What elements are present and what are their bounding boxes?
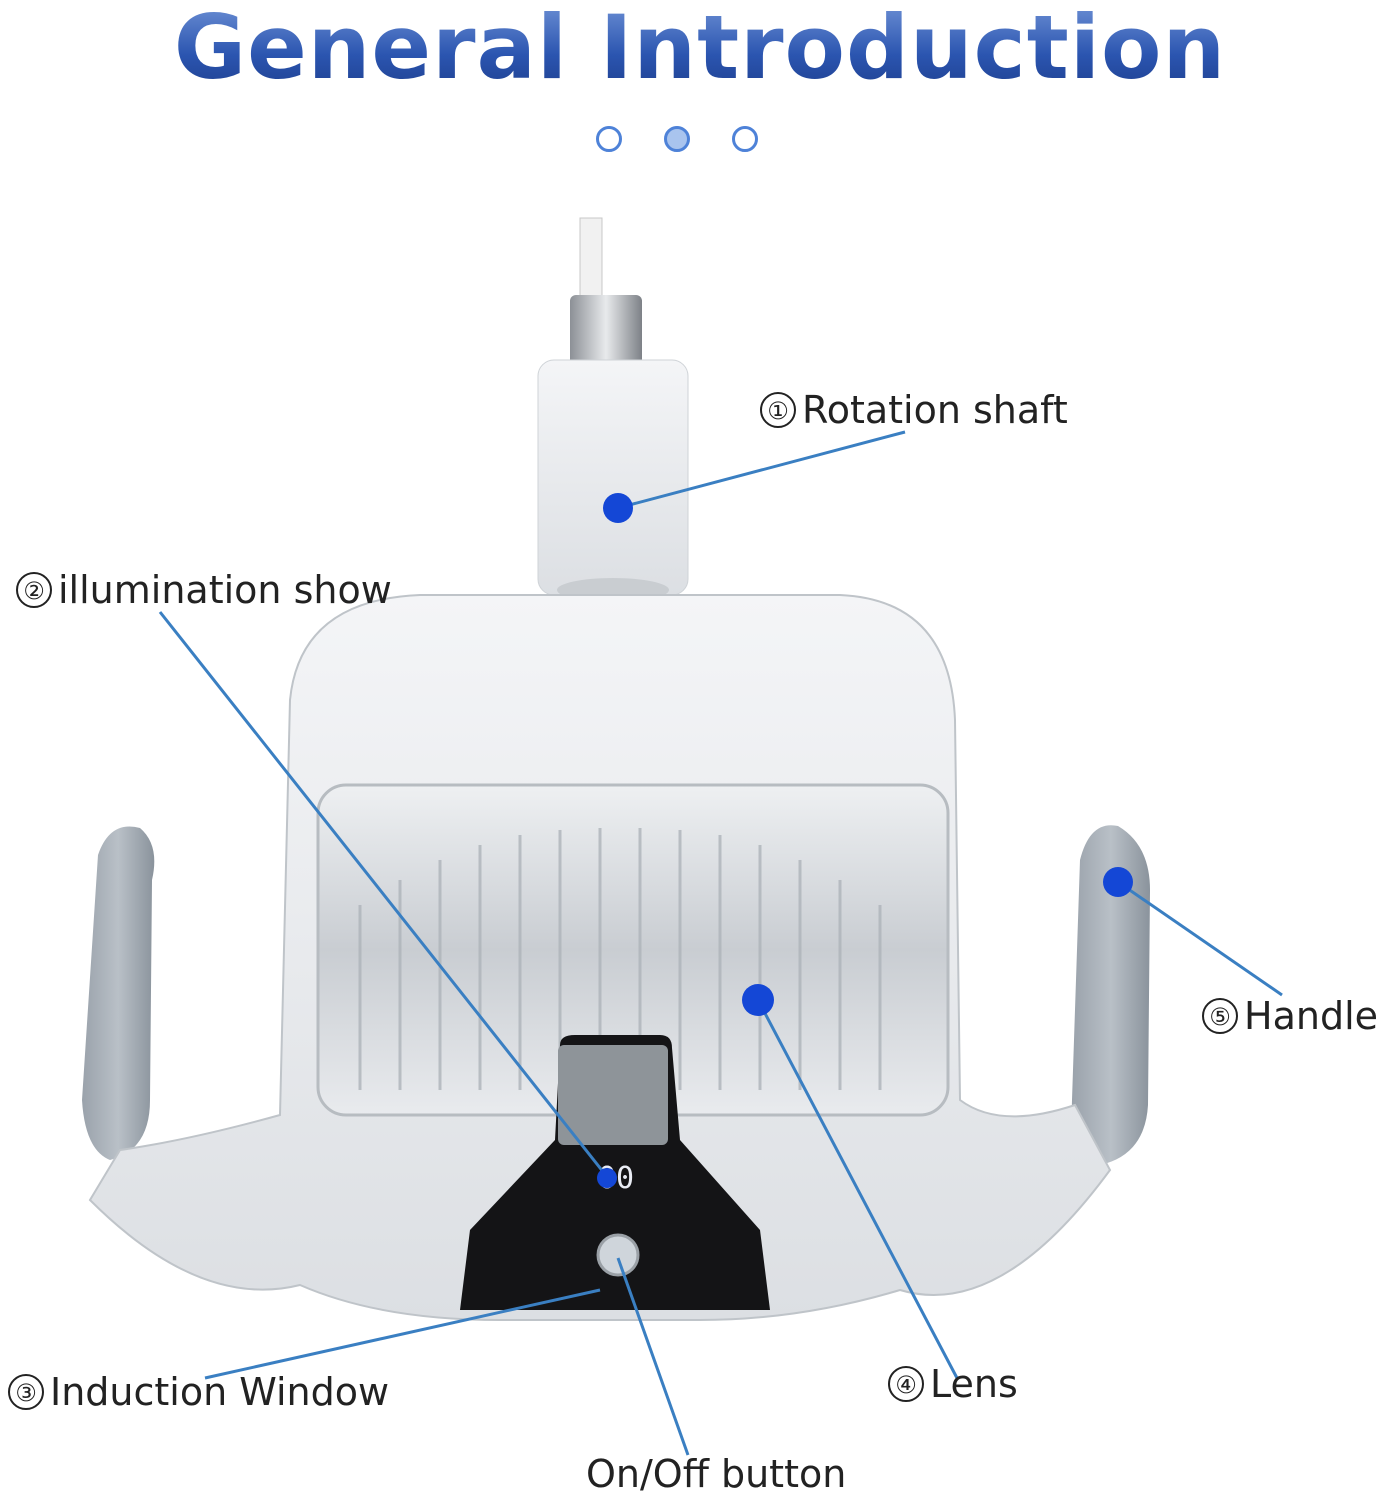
leader-lines bbox=[158, 430, 1283, 1456]
rotation-shaft-housing bbox=[537, 359, 689, 596]
shaft-pin bbox=[579, 217, 603, 299]
right-handle bbox=[1071, 825, 1150, 1165]
callout-on-off-button: On/Off button bbox=[586, 1452, 847, 1496]
shaft-collar bbox=[570, 295, 642, 370]
induction-window-panel bbox=[558, 1045, 668, 1145]
left-handle bbox=[82, 826, 155, 1160]
marker-handle bbox=[1103, 867, 1133, 897]
carousel-dot-2[interactable] bbox=[664, 126, 690, 152]
marker-rotation-shaft bbox=[603, 493, 633, 523]
carousel-dot-3[interactable] bbox=[732, 126, 758, 152]
on-off-button-graphic bbox=[596, 1233, 640, 1277]
marker-illumination-show bbox=[597, 1168, 617, 1188]
carousel-indicator bbox=[592, 124, 772, 158]
page-title: General Introduction bbox=[0, 0, 1400, 100]
carousel-dot-1[interactable] bbox=[596, 126, 622, 152]
marker-lens bbox=[742, 984, 774, 1016]
